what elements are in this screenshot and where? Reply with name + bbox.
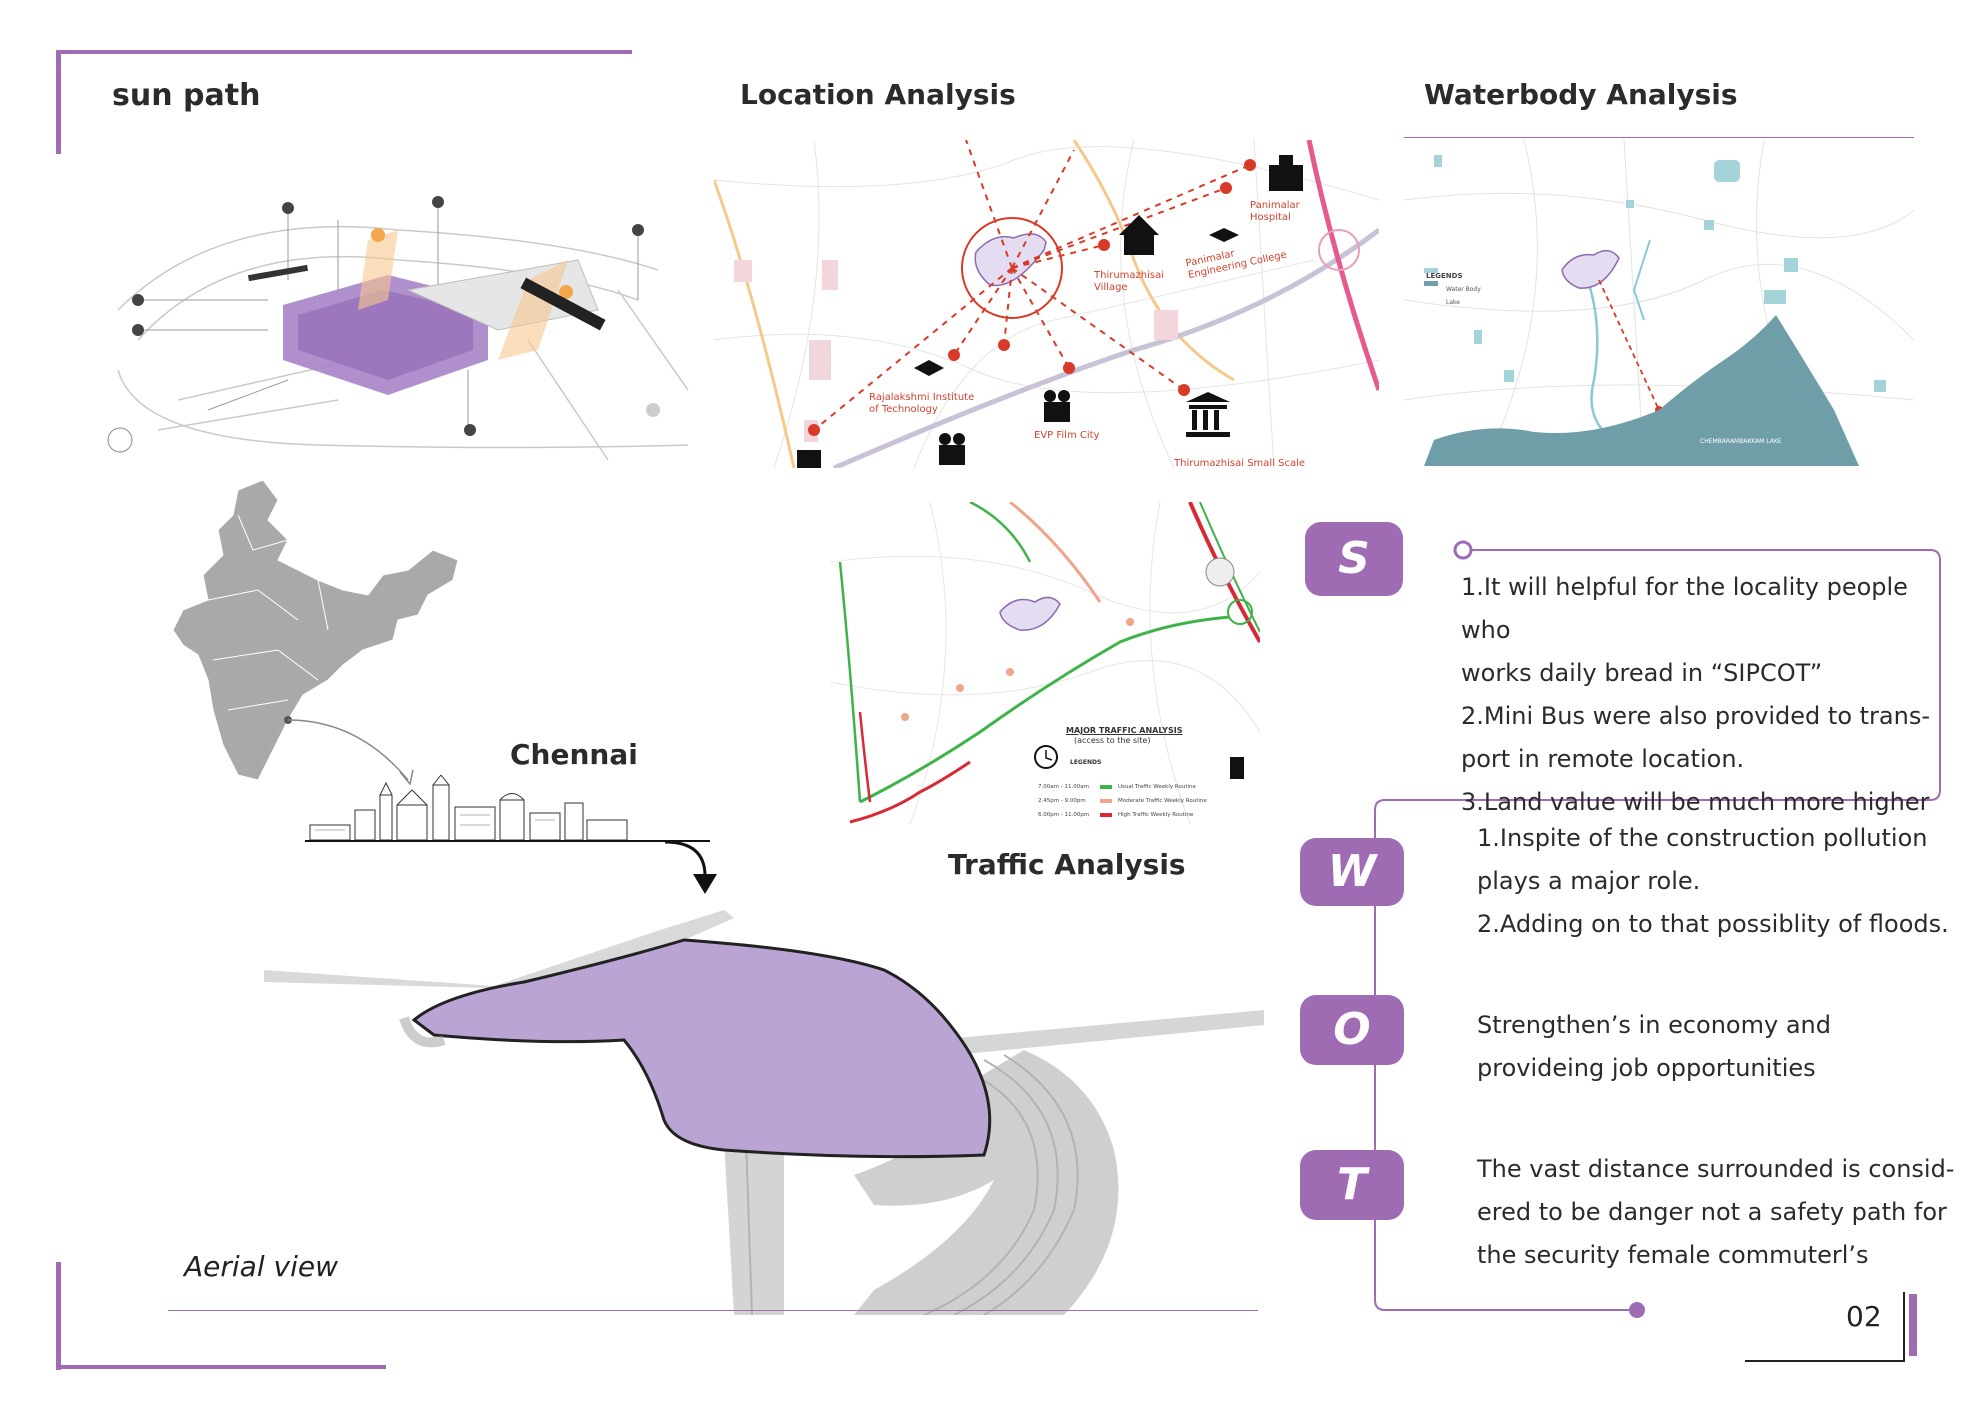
swot-opportunities-text: Strengthen’s in economy and provideing j… <box>1477 1004 1937 1090</box>
label-evp-film-city: EVP Film City <box>1034 430 1100 441</box>
swot-line: 2.Mini Bus were also provided to trans- <box>1461 702 1930 730</box>
swot-line: provideing job opportunities <box>1477 1054 1816 1082</box>
traffic-legend-swatch <box>1100 813 1112 817</box>
aerial-view-label: Aerial view <box>184 1250 338 1283</box>
swot-line: Strengthen’s in economy and <box>1477 1011 1831 1039</box>
location-map: Panimalar Hospital Panimalar Engineering… <box>714 140 1379 468</box>
swot-line: 3.Land value will be much more higher <box>1461 788 1930 816</box>
swot-line: 1.It will helpful for the locality peopl… <box>1461 573 1908 644</box>
traffic-legend-row: 6.00pm - 11.00pm High Traffic Weekly Rou… <box>1038 808 1238 822</box>
waterbody-map: LEGENDS Water Body Lake CHEMBARAMBAKKAM … <box>1404 140 1914 466</box>
down-arrow-icon <box>660 838 720 898</box>
swot-w-badge: W <box>1300 838 1404 906</box>
chembarambakkam-lake <box>1424 315 1859 466</box>
traffic-map-title: MAJOR TRAFFIC ANALYSIS <box>1066 726 1183 735</box>
waterbody-legend-item-2: Lake <box>1446 299 1460 306</box>
frame-top-left-h <box>56 50 632 54</box>
traffic-legend-row: 2.45pm - 9.00pm Moderate Traffic Weekly … <box>1038 794 1238 808</box>
sun-path-diagram <box>98 190 694 465</box>
site-outline-traffic <box>999 596 1061 631</box>
swot-weaknesses-text: 1.Inspite of the construction pollution … <box>1477 817 1957 946</box>
label-panimalar-hospital: Panimalar Hospital <box>1250 200 1300 223</box>
swot-threats-text: The vast distance surrounded is consid- … <box>1477 1148 1957 1277</box>
traffic-legend-time: 2.45pm - 9.00pm <box>1038 798 1086 804</box>
aerial-view-image <box>264 910 1264 1315</box>
frame-bottom-left-v <box>56 1262 61 1370</box>
swot-line: port in remote location. <box>1461 745 1745 773</box>
waterbody-legend-item-1: Water Body <box>1446 286 1481 293</box>
waterbody-heading-rule <box>1404 137 1914 138</box>
traffic-legend-swatch <box>1100 785 1112 789</box>
frame-top-left-v <box>56 50 61 154</box>
traffic-analysis-heading: Traffic Analysis <box>948 848 1186 881</box>
india-map <box>168 480 468 785</box>
traffic-legend: 7.00am - 11.00am Usual Traffic Weekly Ro… <box>1038 780 1238 822</box>
swot-t-badge: T <box>1300 1150 1404 1220</box>
swot-connector <box>1360 540 1950 1320</box>
traffic-map: MAJOR TRAFFIC ANALYSIS (access to the si… <box>830 502 1260 824</box>
aerial-site-shape <box>411 938 992 1159</box>
traffic-legend-time: 7.00am - 11.00am <box>1038 784 1089 790</box>
swot-o-badge: O <box>1300 995 1404 1065</box>
label-small-scale: Thirumazhisai Small Scale <box>1174 458 1306 468</box>
page-number-rule-v <box>1903 1292 1905 1362</box>
traffic-legend-row: 7.00am - 11.00am Usual Traffic Weekly Ro… <box>1038 780 1238 794</box>
lake-label: CHEMBARAMBAKKAM LAKE <box>1700 438 1782 445</box>
waterbody-legend-title: LEGENDS <box>1426 272 1463 280</box>
sun-path-heading: sun path <box>112 78 261 113</box>
site-radius <box>961 217 1063 319</box>
label-thirumazhisai-village: Thirumazhisai Village <box>1094 270 1165 293</box>
aerial-baseline <box>168 1310 1258 1311</box>
page-number: 02 <box>1846 1300 1882 1333</box>
traffic-legend-label: High Traffic Weekly Routine <box>1118 812 1194 818</box>
swot-line: works daily bread in “SIPCOT” <box>1461 659 1823 687</box>
chennai-skyline <box>305 775 635 845</box>
page-number-accent <box>1909 1294 1917 1356</box>
traffic-legend-title: LEGENDS <box>1070 759 1102 766</box>
site-outline <box>1561 249 1620 289</box>
swot-line: plays a major role. <box>1477 867 1701 895</box>
location-analysis-heading: Location Analysis <box>740 78 1016 111</box>
traffic-legend-label: Usual Traffic Weekly Routine <box>1118 784 1196 790</box>
traffic-legend-time: 6.00pm - 11.00pm <box>1038 812 1090 818</box>
traffic-legend-swatch <box>1100 799 1112 803</box>
swot-line: 2.Adding on to that possiblity of floods… <box>1477 910 1949 938</box>
swot-s-badge: S <box>1305 522 1403 596</box>
label-rajalakshmi: Rajalakshmi Institute of Technology <box>869 392 975 415</box>
swot-line: ered to be danger not a safety path for <box>1477 1198 1947 1226</box>
waterbody-analysis-heading: Waterbody Analysis <box>1424 78 1738 111</box>
traffic-map-subtitle: (access to the site) <box>1074 736 1151 745</box>
swot-line: The vast distance surrounded is consid- <box>1477 1155 1955 1183</box>
swot-strengths-text: 1.It will helpful for the locality peopl… <box>1461 566 1941 824</box>
swot-line: 1.Inspite of the construction pollution <box>1477 824 1928 852</box>
swot-line: the security female commuterl’s <box>1477 1241 1869 1269</box>
traffic-legend-label: Moderate Traffic Weekly Routine <box>1118 798 1207 804</box>
page-number-rule-h <box>1745 1360 1905 1362</box>
frame-bottom-left-h <box>56 1365 386 1369</box>
chennai-label: Chennai <box>510 738 638 771</box>
